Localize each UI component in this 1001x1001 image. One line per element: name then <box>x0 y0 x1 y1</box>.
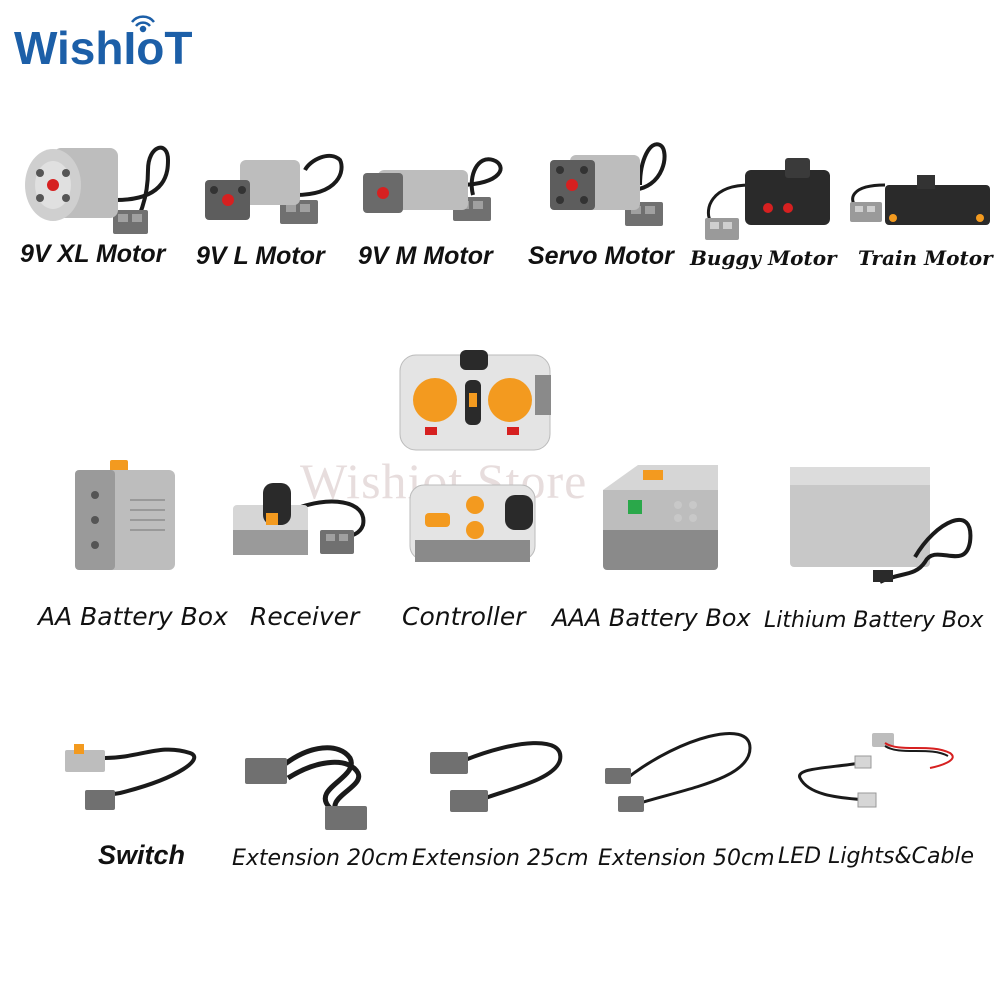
label-extension-50cm: Extension 50cm <box>598 846 775 871</box>
label-xl-motor: 9V XL Motor <box>20 240 166 268</box>
label-l-motor: 9V L Motor <box>196 242 325 270</box>
label-servo-motor: Servo Motor <box>528 242 674 270</box>
label-lithium-battery-box: Lithium Battery Box <box>764 608 984 633</box>
label-controller: Controller <box>402 602 526 631</box>
servo-motor-icon <box>550 142 667 226</box>
buggy-motor-icon <box>705 158 830 240</box>
label-switch: Switch <box>98 840 186 870</box>
aa-battery-box-icon <box>75 460 175 570</box>
label-m-motor: 9V M Motor <box>358 242 493 270</box>
label-aaa-battery-box: AAA Battery Box <box>552 604 751 632</box>
aaa-battery-box-icon <box>603 465 718 570</box>
wifi-icon <box>131 15 155 33</box>
label-extension-25cm: Extension 25cm <box>412 846 589 871</box>
led-lights-cable-icon <box>798 733 954 808</box>
controller-icon <box>399 350 551 562</box>
label-aa-battery-box: AA Battery Box <box>38 602 228 631</box>
lithium-battery-box-icon <box>790 467 973 584</box>
label-buggy-motor: Buggy Motor <box>690 246 837 270</box>
brand-logo: WishIoT <box>14 14 219 74</box>
logo-text: WishIoT <box>14 22 192 74</box>
extension-20cm-icon <box>245 745 367 830</box>
extension-25cm-icon <box>430 741 563 812</box>
train-motor-icon <box>850 175 990 225</box>
xl-motor-icon <box>25 145 171 234</box>
label-extension-20cm: Extension 20cm <box>232 846 409 871</box>
label-receiver: Receiver <box>250 602 360 631</box>
receiver-icon <box>233 483 366 555</box>
l-motor-icon <box>205 153 344 224</box>
switch-icon <box>65 744 197 810</box>
label-led-lights-cable: LED Lights&Cable <box>778 844 975 869</box>
m-motor-icon <box>363 157 503 221</box>
extension-50cm-icon <box>605 732 752 812</box>
label-train-motor: Train Motor <box>858 246 993 270</box>
